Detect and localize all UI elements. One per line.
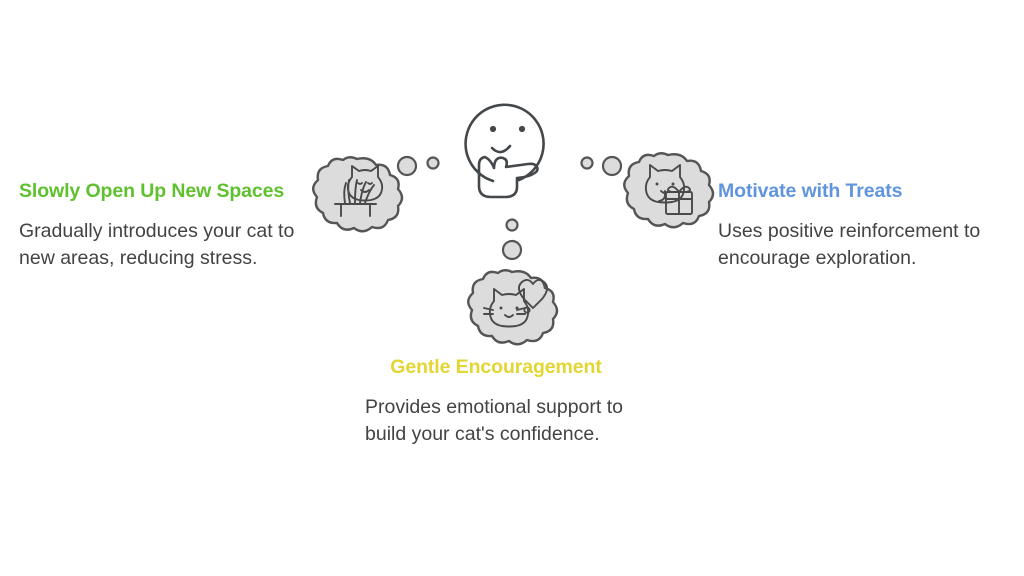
cat-face-icon [644,164,686,204]
trail-dot-large [501,239,523,261]
cat-with-plant-bubble-icon [312,156,404,233]
thinking-face-icon [464,103,545,199]
branch-left: Slowly Open Up New Spaces Gradually intr… [19,179,319,272]
branch-bottom-body: Provides emotional support to build your… [365,396,623,445]
branch-right-body: Uses positive reinforcement to encourage… [718,220,981,269]
trail-dot-large [396,155,418,177]
gift-box-icon [665,185,693,215]
branch-right: Motivate with Treats Uses positive reinf… [718,179,1018,272]
cat-face-icon [346,165,384,202]
cat-with-gift-bubble-icon [623,152,715,229]
trail-dot-large [601,155,623,177]
trail-dot-small [580,156,594,170]
cat-with-heart-bubble-icon [467,269,559,346]
trail-dot-small [505,218,519,232]
branch-left-body: Gradually introduces your cat to new are… [19,220,295,269]
cat-face-icon [483,288,530,328]
branch-bottom-heading: Gentle Encouragement [390,356,602,378]
trail-dot-small [426,156,440,170]
branch-right-heading: Motivate with Treats [718,180,903,202]
branch-left-heading: Slowly Open Up New Spaces [19,180,285,202]
branch-bottom: Gentle Encouragement Provides emotional … [365,355,665,448]
potted-grass-icon [334,179,377,217]
heart-icon [518,278,548,309]
